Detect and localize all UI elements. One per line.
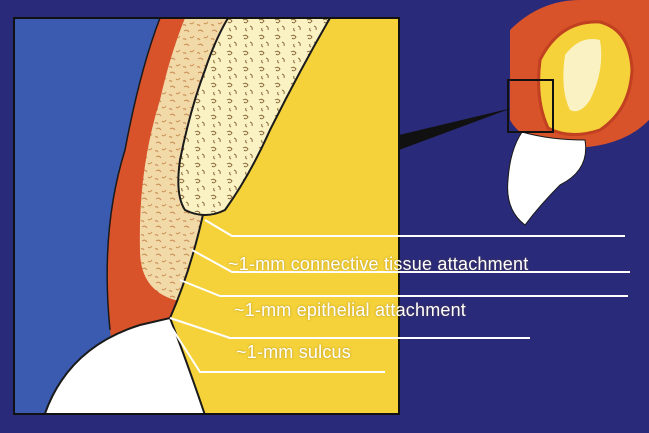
label-connective-tissue-attachment: ~1-mm connective tissue attachment [228, 254, 528, 275]
label-epithelial-attachment: ~1-mm epithelial attachment [234, 300, 466, 321]
label-sulcus: ~1-mm sulcus [236, 342, 351, 363]
magnified-panel [14, 18, 400, 428]
